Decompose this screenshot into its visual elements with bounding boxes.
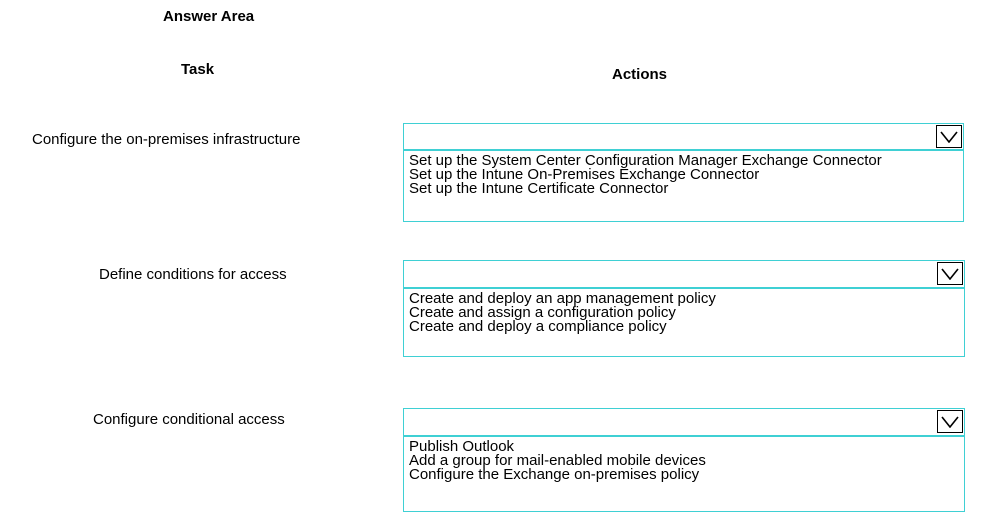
option-item[interactable]: Create and deploy an app management poli… (409, 290, 716, 307)
action-select-infrastructure[interactable] (403, 123, 964, 150)
option-item[interactable]: Set up the Intune On-Premises Exchange C… (409, 166, 760, 183)
chevron-down-icon (941, 416, 959, 428)
answer-area-title: Answer Area (163, 8, 255, 25)
action-select-conditions[interactable] (403, 260, 965, 288)
task-label-infrastructure: Configure the on-premises infrastructure (32, 131, 301, 148)
option-item[interactable]: Configure the Exchange on-premises polic… (409, 466, 700, 483)
chevron-down-icon (941, 268, 959, 280)
action-select-conditional-access[interactable] (403, 408, 965, 436)
dropdown-toggle-button[interactable] (936, 125, 962, 148)
chevron-down-icon (940, 131, 958, 143)
action-options-conditions: Create and deploy an app management poli… (403, 288, 965, 357)
task-column-header: Task (181, 61, 215, 78)
action-options-infrastructure: Set up the System Center Configuration M… (403, 150, 964, 222)
option-item[interactable]: Set up the Intune Certificate Connector (409, 180, 669, 197)
option-item[interactable]: Create and deploy a compliance policy (409, 318, 667, 335)
actions-column-header: Actions (612, 66, 668, 83)
option-item[interactable]: Add a group for mail-enabled mobile devi… (409, 452, 706, 469)
option-item[interactable]: Publish Outlook (409, 438, 515, 455)
task-label-conditions: Define conditions for access (99, 266, 287, 283)
task-label-conditional-access: Configure conditional access (93, 411, 285, 428)
option-item[interactable]: Set up the System Center Configuration M… (409, 152, 882, 169)
dropdown-toggle-button[interactable] (937, 410, 963, 433)
action-options-conditional-access: Publish Outlook Add a group for mail-ena… (403, 436, 965, 512)
dropdown-toggle-button[interactable] (937, 262, 963, 285)
option-item[interactable]: Create and assign a configuration policy (409, 304, 676, 321)
